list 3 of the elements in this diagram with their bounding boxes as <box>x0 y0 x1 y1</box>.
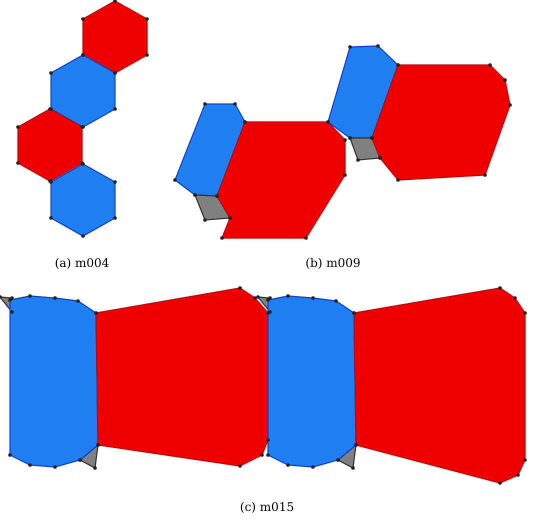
caption: (b) m009 <box>305 256 361 270</box>
caption: (a) m004 <box>54 256 110 270</box>
caption: (c) m015 <box>240 500 294 514</box>
